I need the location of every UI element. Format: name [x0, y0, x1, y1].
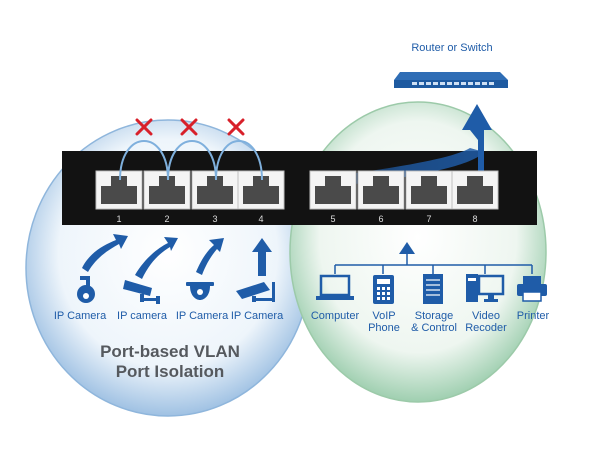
router-switch-device	[394, 72, 508, 88]
device-label: VoIP Phone	[358, 310, 410, 334]
cross-icon	[180, 118, 198, 136]
port-number-label: 3	[212, 214, 217, 224]
right-vlan-bubble	[289, 101, 547, 403]
switch-port-5: 5	[309, 170, 357, 224]
device-label: IP camera	[117, 310, 167, 322]
port-number-label: 8	[472, 214, 477, 224]
device-label-line: VoIP	[372, 310, 396, 322]
switch-port-2: 2	[143, 170, 191, 224]
port-number-label: 2	[164, 214, 169, 224]
device-label: IP Camera	[230, 310, 284, 322]
bullet-camera-icon	[123, 280, 160, 304]
device-label: Printer	[516, 310, 550, 322]
laptop-icon	[316, 274, 354, 300]
device-label-line: Recoder	[465, 322, 507, 334]
box-camera-icon	[236, 282, 275, 302]
cross-icon	[227, 118, 245, 136]
device-label: IP Camera	[175, 310, 229, 322]
switch-port-8: 8	[451, 170, 499, 224]
voip-phone-icon	[373, 275, 394, 304]
printer-icon	[517, 276, 547, 302]
router-label: Router or Switch	[411, 42, 493, 54]
device-label: Video Recoder	[460, 310, 512, 334]
device-label-line: & Control	[411, 322, 457, 334]
port-number-label: 4	[258, 214, 263, 224]
cross-icon	[135, 118, 153, 136]
footer-title-line2: Port Isolation	[115, 362, 225, 381]
port-number-label: 6	[378, 214, 383, 224]
video-recorder-icon	[466, 274, 505, 302]
device-tree	[334, 254, 533, 274]
port-number-label: 5	[330, 214, 335, 224]
port-number-label: 1	[116, 214, 121, 224]
device-label: IP Camera	[53, 310, 107, 322]
ptz-camera-icon	[77, 276, 95, 303]
tree-arrow-icon	[399, 242, 415, 254]
switch-port-6: 6	[357, 170, 405, 224]
blocked-cross-icons	[135, 118, 245, 136]
device-label-line: Storage	[414, 310, 454, 322]
port-number-label: 7	[426, 214, 431, 224]
device-label-line: Video	[472, 310, 500, 322]
isolation-arcs	[119, 140, 263, 181]
dome-camera-icon	[186, 282, 214, 300]
device-label: Storage & Control	[404, 310, 464, 334]
switch-port-7: 7	[405, 170, 453, 224]
storage-server-icon	[423, 274, 443, 304]
uplink-arrow-icon	[462, 104, 492, 130]
camera-uplink-arrows	[82, 234, 272, 279]
switch-ports: 1 2 3 4 5 6 7 8	[95, 170, 499, 224]
device-label-line: Phone	[368, 322, 400, 334]
switch-port-1: 1	[95, 170, 143, 224]
footer-title-line1: Port-based VLAN	[100, 342, 240, 361]
device-label: Computer	[310, 310, 360, 322]
